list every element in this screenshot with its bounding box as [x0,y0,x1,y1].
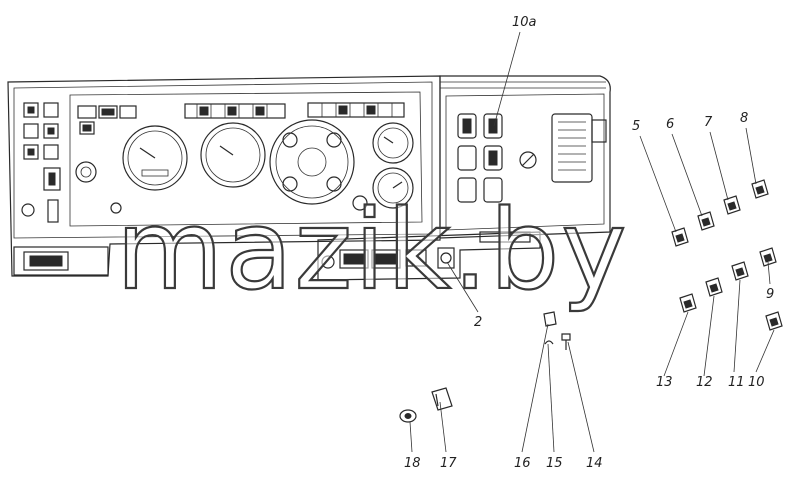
center-console [317,231,541,281]
tachometer-gauge [200,122,266,188]
label-8: 8 [740,111,748,126]
label-6: 6 [666,117,674,132]
label-2: 2 [474,315,482,330]
switch-13 [679,293,697,313]
label-7: 7 [704,115,713,130]
switch-8 [751,179,769,199]
part-16 [543,311,557,327]
lower-left-box [13,246,109,276]
callout-labels: 10a 2 5 6 7 8 9 10 11 12 13 14 15 16 17 … [404,15,774,471]
leader-lines [409,31,775,453]
indicator-strip-left [77,105,137,135]
part-15 [544,340,554,345]
label-11: 11 [728,375,745,390]
pressure-gauge-top [372,122,414,164]
part-14 [561,333,571,350]
side-latch [591,119,607,143]
label-12: 12 [696,375,713,390]
switch-12 [705,277,723,297]
part-17 [431,387,453,411]
ignition-knob [519,151,537,169]
indicator-strip-right [307,102,405,118]
small-gauge [75,161,97,183]
label-9: 9 [766,287,774,302]
instrument-panel [7,75,441,277]
small-parts [399,311,571,423]
switch-parts [671,179,783,331]
switch-panel [439,75,611,239]
label-17: 17 [440,456,457,471]
socket-2 [437,247,455,269]
switch-7 [723,195,741,215]
left-switch-block [21,102,61,223]
speedometer-gauge [122,125,188,191]
label-10a: 10a [512,15,537,30]
label-15: 15 [546,456,563,471]
switch-6 [697,211,715,231]
pressure-gauge-bottom [372,167,414,209]
switch-10 [765,311,783,331]
rocker-switch-grid [457,113,503,203]
switch-9 [759,247,777,267]
knob-right [352,195,368,211]
indicator-strip-center [184,103,286,119]
vent-grille [551,113,593,183]
label-16: 16 [514,456,531,471]
part-18 [399,409,417,423]
combination-gauge [269,119,355,205]
switch-5 [671,227,689,247]
knob-left [110,202,122,214]
label-14: 14 [586,456,603,471]
watermark: mazik.by [116,186,628,314]
label-18: 18 [404,456,421,471]
label-5: 5 [632,119,640,134]
label-13: 13 [656,375,673,390]
switch-11 [731,261,749,281]
label-10: 10 [748,375,765,390]
